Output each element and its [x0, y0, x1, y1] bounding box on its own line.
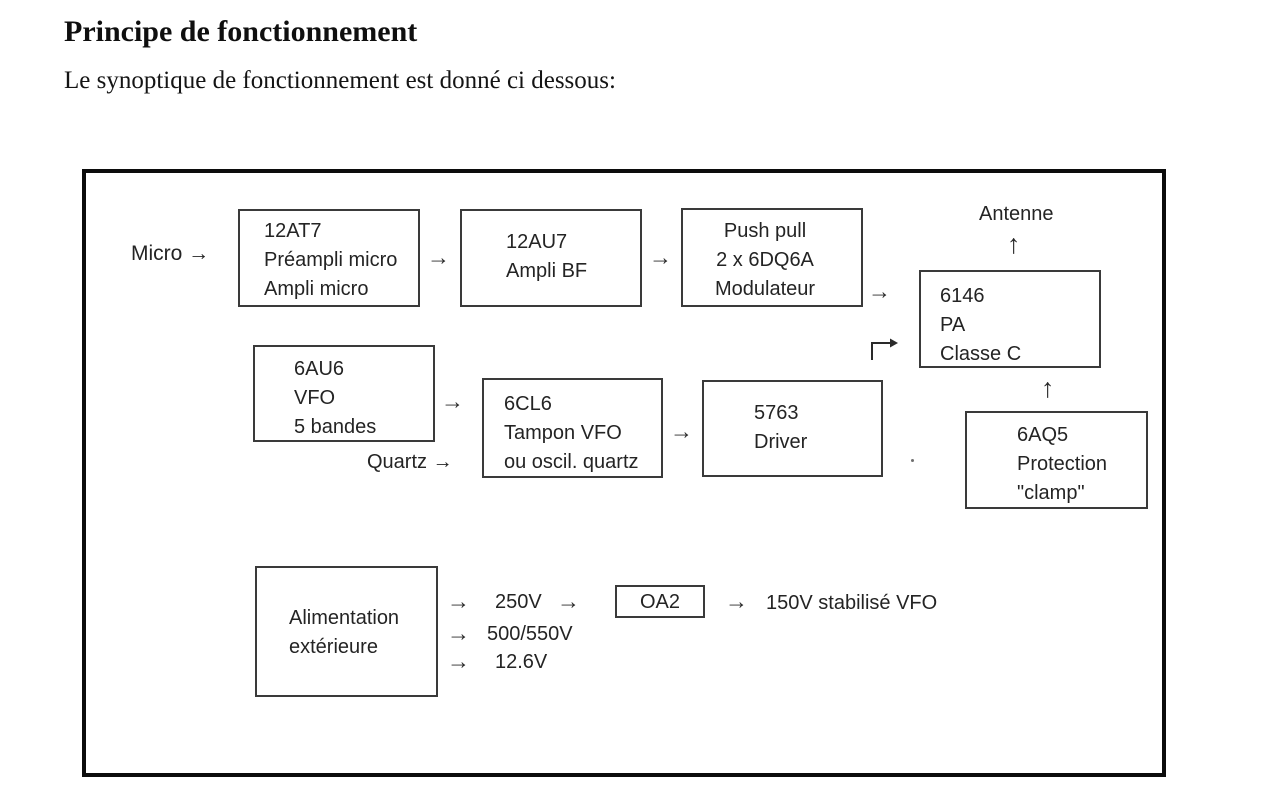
block-line: Push pull [723, 220, 807, 242]
scan-speck [911, 459, 914, 462]
arrow-right-icon: → [725, 588, 748, 614]
page-subtitle: Le synoptique de fonctionnement est donn… [64, 67, 616, 94]
block-line: Alimentation [289, 607, 400, 629]
arrow-right-icon: → [447, 620, 470, 646]
block-line: 6AU6 [294, 358, 345, 380]
block-line: Préampli micro [264, 249, 398, 271]
block-preampli-micro: 12AT7 Préampli micro Ampli micro [238, 209, 420, 307]
block-line: Classe C [940, 343, 1022, 365]
label-quartz-input: Quartz → [367, 451, 453, 473]
block-line: Ampli BF [506, 260, 588, 282]
arrow-up-icon: ↑ [1007, 229, 1021, 259]
arrow-right-icon: → [868, 278, 891, 304]
block-line: Protection [1017, 453, 1108, 475]
block-line: 12AT7 [264, 220, 322, 242]
arrow-right-icon: → [447, 648, 470, 674]
block-line: "clamp" [1017, 482, 1085, 504]
arrow-right-icon: → [441, 388, 464, 414]
block-protection-clamp: 6AQ5 Protection "clamp" [965, 411, 1148, 509]
block-line: 6146 [940, 285, 985, 307]
block-line: 6AQ5 [1017, 424, 1069, 446]
block-line: Tampon VFO [504, 422, 622, 444]
arrow-right-icon: → [447, 588, 470, 614]
arrow-right-icon: → [670, 418, 693, 444]
block-line: OA2 [639, 591, 681, 613]
block-line: extérieure [289, 636, 378, 658]
arrow-up-icon: ↑ [1041, 373, 1055, 403]
arrow-elbow-icon [871, 338, 898, 360]
arrow-right-icon: → [649, 244, 672, 270]
label-micro-input: Micro → [131, 242, 210, 265]
block-line: Modulateur [714, 278, 816, 300]
arrow-right-icon: → [427, 244, 450, 270]
block-alimentation: Alimentation extérieure [255, 566, 438, 697]
label-250v: 250V [495, 591, 542, 613]
block-oa2: OA2 [615, 585, 705, 618]
label-antenne: Antenne [979, 203, 1054, 225]
block-ampli-bf: 12AU7 Ampli BF [460, 209, 642, 307]
label-150v-stabilise-vfo: 150V stabilisé VFO [766, 592, 938, 614]
block-driver-5763: 5763 Driver [702, 380, 883, 477]
label-500-550v: 500/550V [487, 623, 573, 645]
arrow-right-icon: → [557, 588, 580, 614]
block-vfo-6au6: 6AU6 VFO 5 bandes [253, 345, 435, 442]
block-line: PA [940, 314, 966, 336]
block-pa-6146: 6146 PA Classe C [919, 270, 1101, 368]
page-title: Principe de fonctionnement [64, 15, 418, 48]
block-line: VFO [294, 387, 336, 409]
block-line: Driver [754, 431, 808, 453]
block-modulateur: Push pull 2 x 6DQ6A Modulateur [681, 208, 863, 307]
block-line: Ampli micro [264, 278, 369, 300]
block-line: 5 bandes [294, 416, 377, 438]
label-12-6v: 12.6V [495, 651, 548, 673]
block-line: 6CL6 [504, 393, 552, 415]
block-line: ou oscil. quartz [504, 451, 639, 473]
block-line: 2 x 6DQ6A [716, 249, 814, 271]
block-line: 12AU7 [506, 231, 568, 253]
block-tampon-vfo: 6CL6 Tampon VFO ou oscil. quartz [482, 378, 663, 478]
block-line: 5763 [754, 402, 799, 424]
